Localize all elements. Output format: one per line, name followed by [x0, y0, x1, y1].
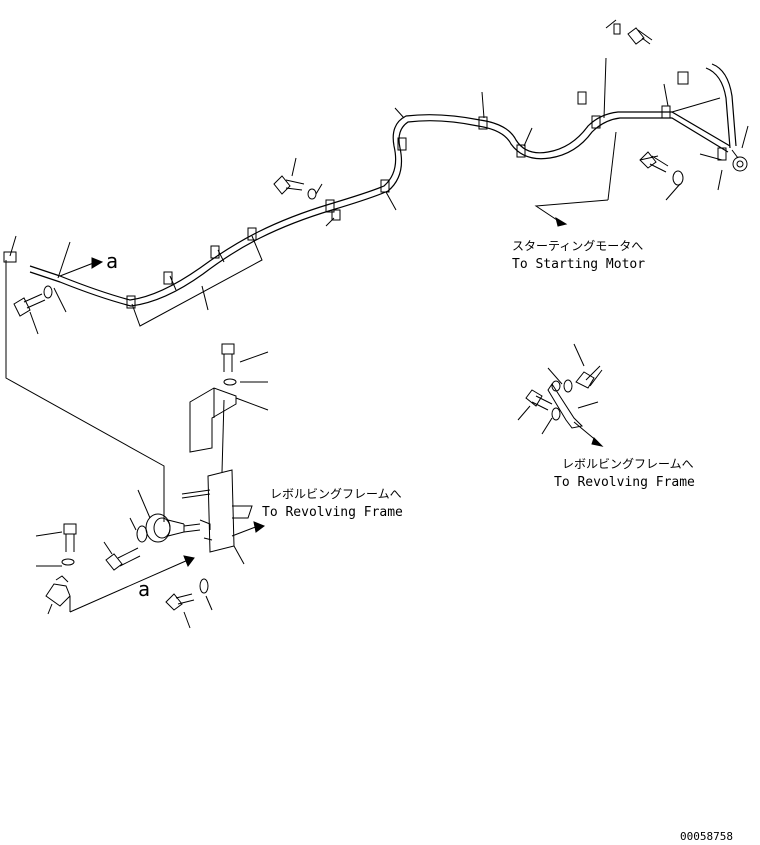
leader-lines — [9, 19, 749, 335]
revolving-frame-center-label-jp: レボルビングフレームへ — [270, 487, 402, 501]
detail-a-upper-label: a — [106, 249, 118, 273]
cable-clamps — [126, 105, 727, 309]
harness-hardware — [3, 23, 689, 317]
starting-motor-label-jp: スターティングモータへ — [512, 239, 643, 253]
text-labels: スターティングモータへ To Starting Motor レボルビングフレーム… — [106, 239, 733, 843]
ground-assembly — [517, 343, 604, 447]
detail-a-lower-label: a — [138, 577, 150, 601]
revolving-frame-right-label-en: To Revolving Frame — [554, 475, 695, 490]
drawing-number: 00058758 — [680, 830, 733, 843]
revolving-frame-right-label-jp: レボルビングフレームへ — [562, 457, 694, 471]
center-assembly — [5, 260, 269, 629]
protective-sleeve — [131, 235, 263, 327]
main-cable — [29, 63, 748, 307]
starting-motor-label-en: To Starting Motor — [512, 257, 645, 272]
revolving-frame-center-label-en: To Revolving Frame — [262, 505, 403, 520]
